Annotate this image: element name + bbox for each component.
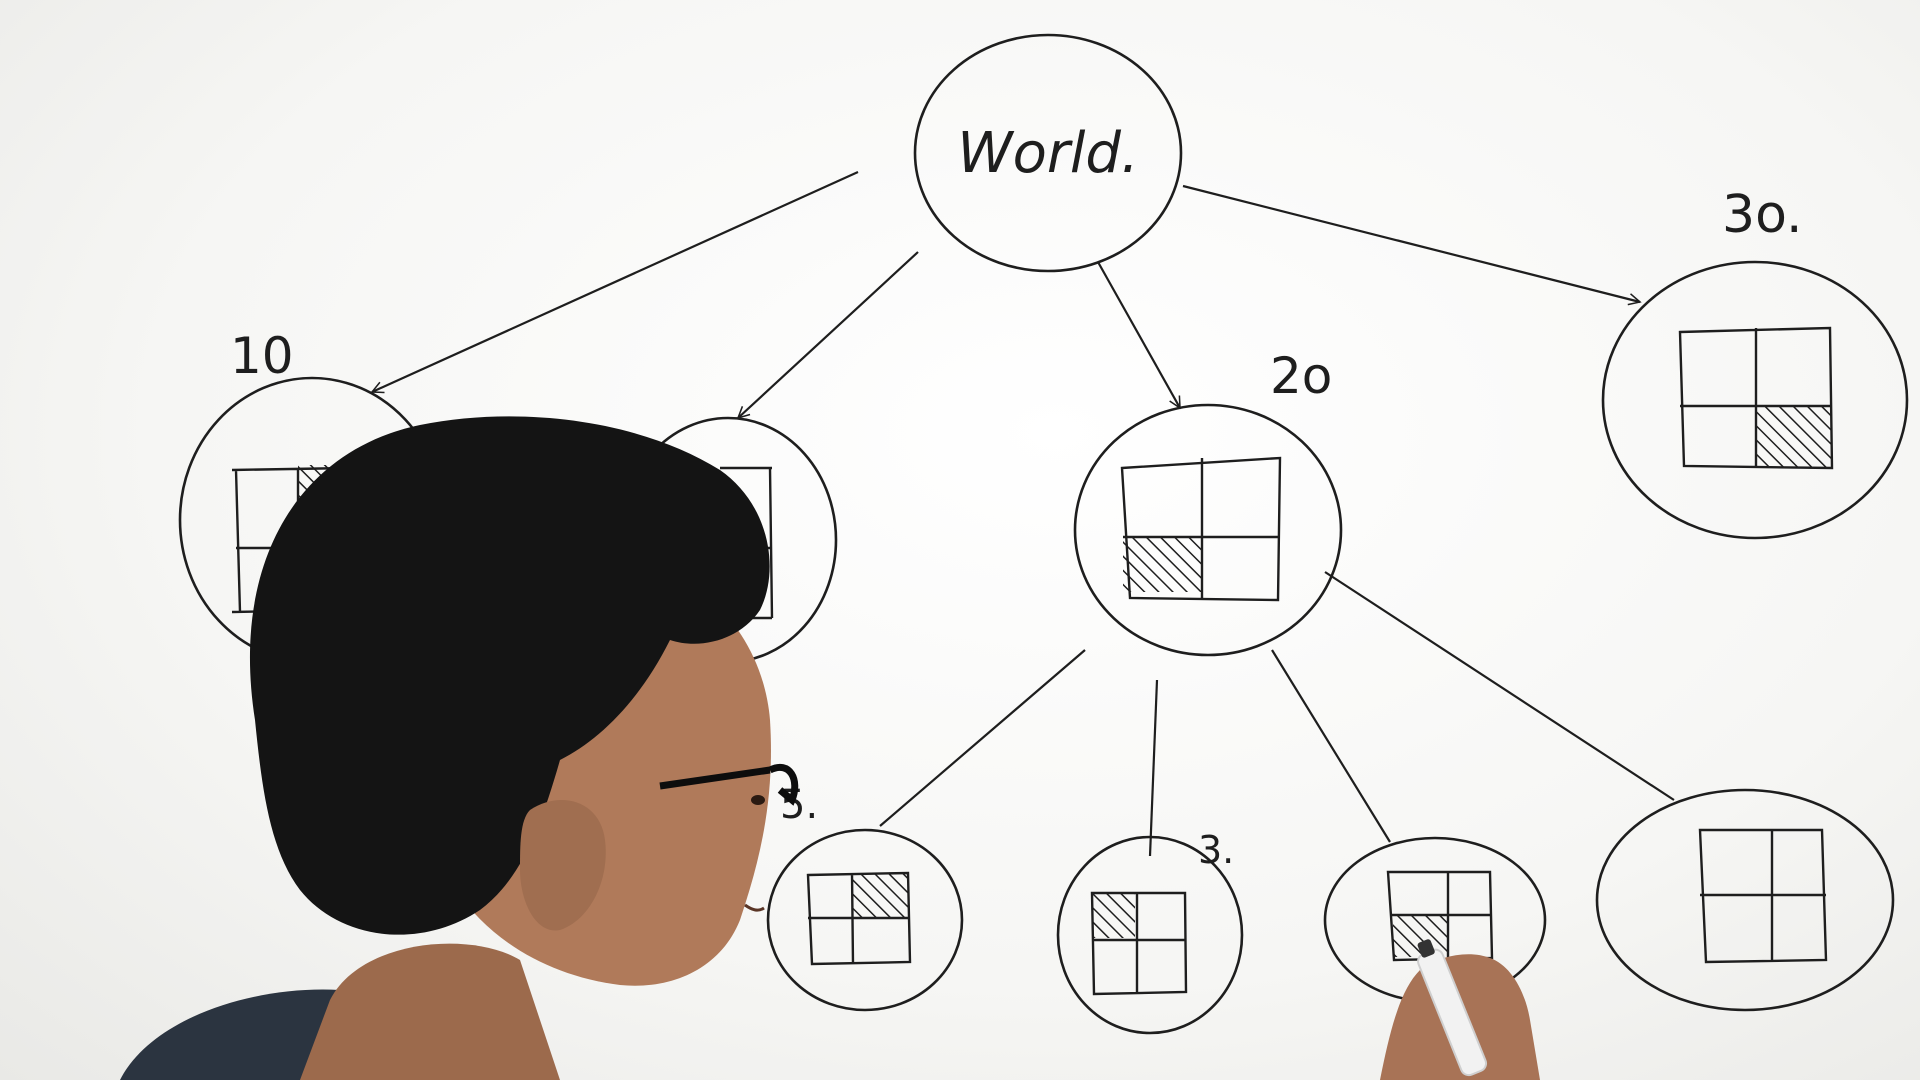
annotation-5: 5. <box>780 782 818 828</box>
node-20-edges <box>879 571 1675 857</box>
annotation-20: 2o <box>1270 347 1332 405</box>
edge-root-to-30 <box>1182 184 1640 302</box>
edge-20-to-sub4 <box>1324 571 1675 801</box>
quadtree-grid-30 <box>1678 326 1834 470</box>
presenter-mouth <box>744 903 765 912</box>
edge-20-to-3 <box>1148 679 1159 857</box>
presenter-neck <box>300 943 560 1080</box>
hand-with-marker <box>1380 939 1540 1080</box>
marker-icon <box>1417 939 1488 1077</box>
node-5 <box>766 828 964 1012</box>
edge-root-to-hidden <box>738 251 919 418</box>
annotation-3: 3. <box>1198 828 1234 872</box>
presenter-eye <box>751 795 765 805</box>
edge-20-to-sub3 <box>1271 649 1391 843</box>
edge-root-to-20 <box>1097 261 1181 408</box>
shaded-quadrant <box>1093 893 1135 938</box>
shaded-quadrant <box>1123 537 1203 592</box>
root-node: World. <box>913 33 1183 273</box>
node-20 <box>1073 403 1343 657</box>
root-label: World. <box>957 121 1139 186</box>
edge-20-to-5 <box>879 649 1086 827</box>
glasses-icon <box>659 763 799 806</box>
node-3 <box>1056 835 1244 1035</box>
annotation-10: 10 <box>230 327 294 385</box>
node-30 <box>1601 260 1909 540</box>
quadtree-grid-20 <box>1120 456 1282 602</box>
shaded-quadrant <box>853 873 908 918</box>
annotation-30: 3o. <box>1722 185 1803 245</box>
presenter-hair <box>249 416 770 935</box>
node-sub4 <box>1595 788 1895 1012</box>
edge-root-to-10 <box>372 170 859 392</box>
shaded-quadrant <box>1757 405 1832 467</box>
presenter <box>120 416 799 1080</box>
root-edges <box>372 170 1640 418</box>
presenter-ear <box>520 800 606 931</box>
